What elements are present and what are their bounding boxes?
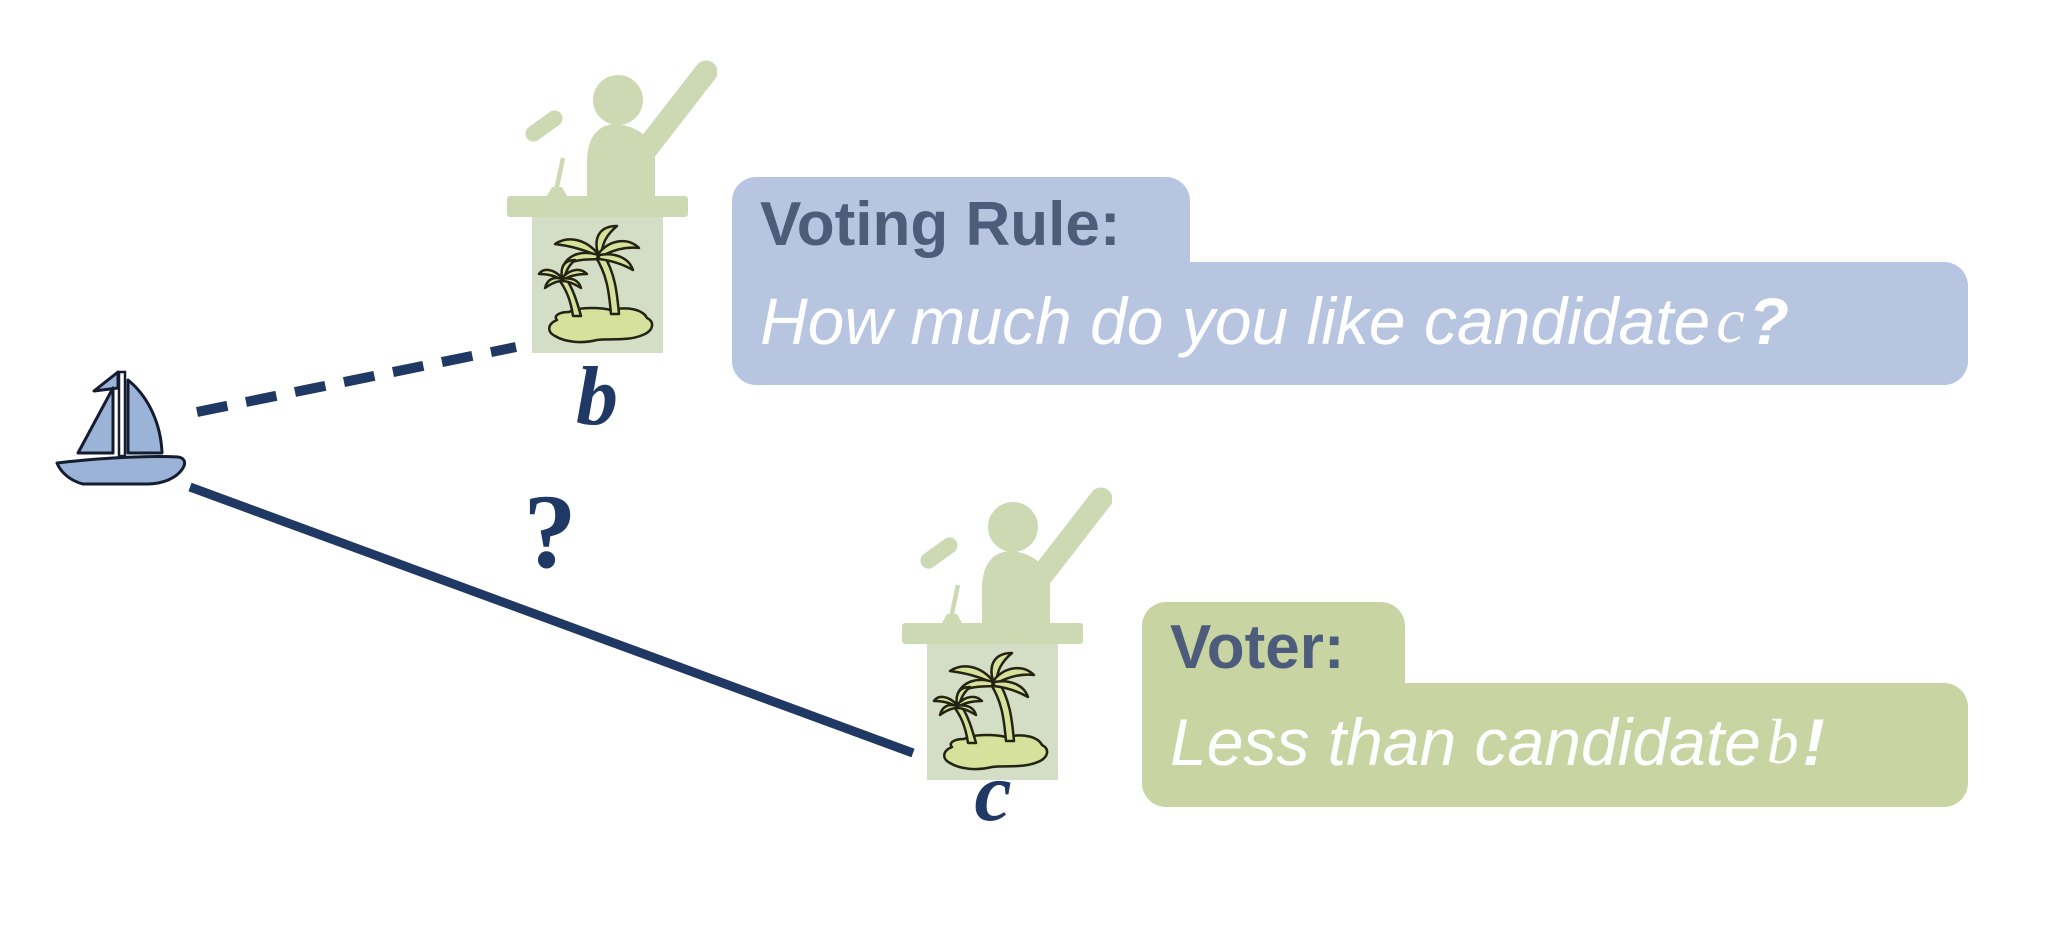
voting-rule-callout: Voting Rule: How much do you like candid… <box>732 177 1968 385</box>
distance-line-to-c-solid <box>188 482 915 758</box>
speaker-head <box>988 502 1038 552</box>
podium-top-board <box>507 196 688 217</box>
candidate-c-speaker-podium-icon <box>902 487 1112 780</box>
voting-rule-message-suffix: ? <box>1748 283 1789 358</box>
unknown-distance-question-mark: ? <box>523 473 577 590</box>
microphone-icon <box>525 110 567 197</box>
big-palm-frond <box>597 253 635 272</box>
speaker-person <box>587 60 717 212</box>
voting-rule-candidate-letter: c <box>1716 284 1745 356</box>
sailboat-mast <box>117 370 127 458</box>
voter-callout: Voter: Less than candidate b ! <box>1142 602 1968 807</box>
candidate-b-label: b <box>576 349 618 443</box>
small-palm-frond <box>543 276 564 290</box>
palm-island-ground <box>548 306 654 344</box>
palm-island-icon <box>932 651 1049 771</box>
small-palm-frond <box>938 703 959 717</box>
sailboat-main-sail <box>126 378 164 455</box>
big-palm-frond <box>992 680 1030 699</box>
speaker-raised-arm <box>635 60 717 160</box>
voter-candidate-letter: b <box>1766 706 1799 777</box>
small-palm-frond <box>560 277 583 290</box>
voter-message-prefix: Less than candidate <box>1170 705 1761 779</box>
speaker-torso <box>982 551 1050 639</box>
speaker-torso <box>587 124 655 212</box>
voter-message-suffix: ! <box>1802 705 1825 779</box>
podium-top-board <box>902 623 1083 644</box>
palm-island-icon <box>537 224 654 344</box>
speaker-person <box>982 487 1112 639</box>
sailboat-front-sail <box>76 386 115 455</box>
candidate-b-speaker-podium-icon <box>507 60 717 353</box>
speaker-head <box>593 75 643 125</box>
small-palm-frond <box>955 704 978 717</box>
speaker-raised-arm <box>1030 487 1112 587</box>
voter-message: Less than candidate b ! <box>1142 683 1968 807</box>
microphone-icon <box>920 537 962 624</box>
sailboat-hull <box>55 454 187 486</box>
voter-title: Voter: <box>1142 602 1405 683</box>
sailboat-icon <box>55 370 187 486</box>
voting-rule-message-prefix: How much do you like candidate <box>760 283 1711 358</box>
distance-line-to-b-dashed <box>196 342 517 417</box>
candidate-c-label: c <box>974 745 1012 839</box>
voting-rule-message: How much do you like candidate c ? <box>732 262 1968 385</box>
voting-rule-title: Voting Rule: <box>732 177 1190 262</box>
